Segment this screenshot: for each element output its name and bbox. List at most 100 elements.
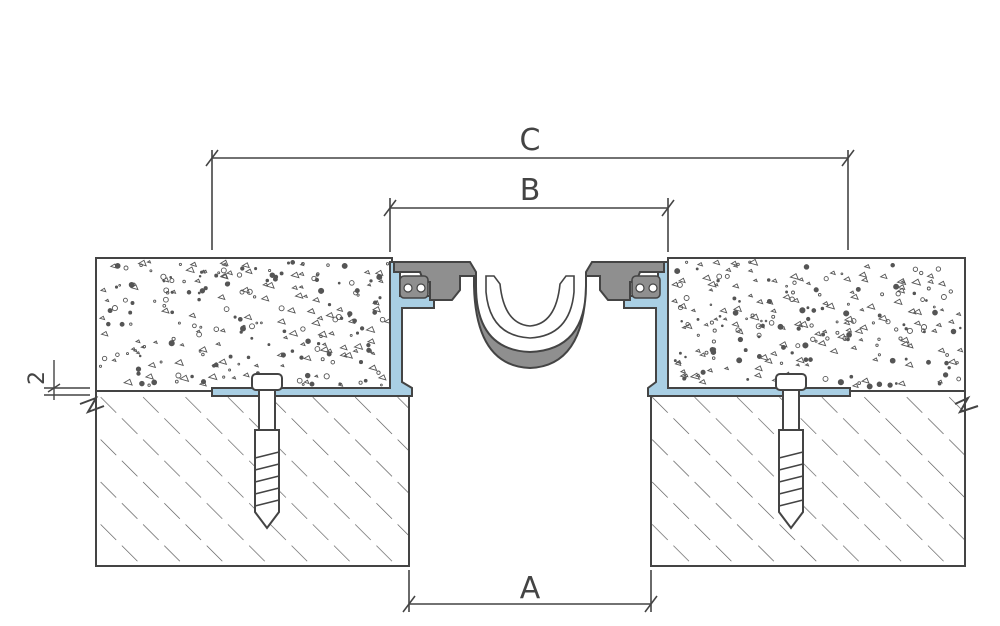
aggregate-speckle	[790, 351, 794, 355]
aggregate-speckle	[764, 357, 773, 364]
aggregate-speckle	[159, 360, 163, 364]
aggregate-speckle	[822, 301, 829, 306]
aggregate-speckle	[765, 299, 774, 305]
aggregate-speckle	[939, 308, 945, 312]
aggregate-speckle	[160, 307, 170, 314]
aggregate-speckle	[835, 330, 840, 335]
aggregate-speckle	[202, 269, 208, 274]
aggregate-speckle	[907, 308, 917, 315]
aggregate-speckle	[850, 318, 857, 324]
aggregate-speckle	[792, 297, 800, 304]
aggregate-speckle	[358, 360, 364, 365]
aggregate-speckles-right	[671, 258, 964, 390]
aggregate-speckle	[215, 341, 222, 347]
dimension-c-label: C	[520, 123, 541, 158]
aggregate-speckle	[201, 352, 205, 357]
screed-right	[667, 257, 966, 392]
aggregate-speckle	[169, 275, 173, 279]
aggregate-speckle	[804, 363, 810, 367]
aggregate-speckle	[217, 358, 228, 365]
anchor-bolt-left	[251, 373, 283, 530]
aggregate-speckle	[674, 268, 681, 275]
aggregate-speckle	[779, 361, 784, 365]
aggregate-speckle	[755, 299, 764, 305]
aggregate-speckle	[170, 310, 175, 315]
aggregate-speckle	[732, 305, 743, 313]
aggregate-speckle	[677, 277, 686, 284]
aggregate-speckle	[290, 271, 300, 279]
aggregate-speckle	[696, 317, 700, 321]
aggregate-speckle	[136, 371, 141, 376]
aggregate-speckle	[370, 351, 376, 356]
aggregate-speckle	[919, 270, 924, 276]
aggregate-speckle	[674, 360, 682, 367]
aggregate-speckle	[272, 276, 278, 282]
aggregate-speckle	[760, 319, 763, 323]
aggregate-speckle	[730, 260, 738, 266]
aggregate-speckle	[716, 279, 720, 283]
aggregate-speckle	[805, 281, 811, 286]
aggregate-speckle	[359, 326, 365, 331]
aggregate-speckle	[671, 298, 678, 304]
aggregate-speckle	[743, 348, 748, 353]
aggregate-speckle	[219, 259, 229, 267]
aggregate-speckle	[255, 321, 259, 325]
aggregate-speckle	[98, 315, 106, 321]
aggregate-speckle	[718, 314, 722, 318]
aggregate-speckle	[745, 317, 748, 321]
aggregate-speckle	[842, 335, 848, 341]
aggregate-speckle	[311, 296, 321, 303]
aggregate-speckle	[713, 282, 719, 287]
aggregate-speckle	[314, 346, 321, 352]
aggregate-speckle	[221, 262, 228, 267]
aggregate-speckle	[877, 337, 881, 341]
aggregate-speckle	[893, 283, 900, 290]
aggregate-speckle	[309, 381, 315, 387]
aggregate-speckle	[198, 275, 202, 278]
aggregate-speckle	[353, 290, 359, 296]
aggregate-speckle	[336, 306, 344, 312]
aggregate-speckle	[912, 266, 919, 272]
aggregate-speckle	[363, 378, 368, 383]
aggregate-speckle	[356, 293, 360, 297]
aggregate-speckle	[879, 273, 888, 280]
aggregate-speckle	[139, 263, 143, 268]
aggregate-speckle	[306, 308, 316, 315]
aggregate-speckle	[268, 268, 272, 273]
aggregate-speckle	[795, 363, 801, 367]
aggregate-speckle	[709, 346, 716, 353]
aggregate-speckle	[99, 287, 107, 293]
aggregate-speckle	[885, 319, 891, 325]
aggregate-speckle	[910, 278, 922, 286]
aggregate-speckle	[898, 336, 903, 341]
aggregate-speckle	[760, 323, 765, 328]
aggregate-speckle	[846, 331, 852, 338]
aggregate-speckle	[298, 271, 305, 277]
aggregate-speckle	[366, 283, 372, 287]
aggregate-speckle	[768, 320, 775, 326]
aggregate-speckle	[792, 280, 797, 285]
aggregate-speckle	[347, 318, 356, 325]
substrate-right	[650, 390, 966, 567]
aggregate-speckle	[685, 260, 689, 264]
aggregate-speckle	[712, 259, 721, 266]
aggregate-speckle	[115, 352, 120, 357]
aggregate-speckle	[900, 340, 910, 348]
aggregate-speckle	[945, 353, 949, 357]
aggregate-speckle	[904, 361, 914, 368]
aggregate-speckle	[894, 327, 899, 332]
aggregate-speckle	[200, 270, 204, 274]
aggregate-speckle	[920, 324, 928, 331]
aggregate-speckle	[854, 327, 864, 335]
aggregate-speckle	[177, 321, 181, 325]
aggregate-speckle	[246, 355, 251, 360]
aggregate-speckle	[769, 350, 778, 357]
aggregate-speckle	[906, 327, 913, 334]
aggregate-speckle	[288, 329, 299, 337]
aggregate-speckle	[850, 345, 858, 351]
aggregate-speckle	[233, 315, 237, 319]
aggregate-speckle	[736, 262, 740, 267]
aggregate-speckle	[217, 294, 226, 301]
aggregate-speckle	[291, 285, 298, 291]
aggregate-speckle	[681, 325, 687, 330]
